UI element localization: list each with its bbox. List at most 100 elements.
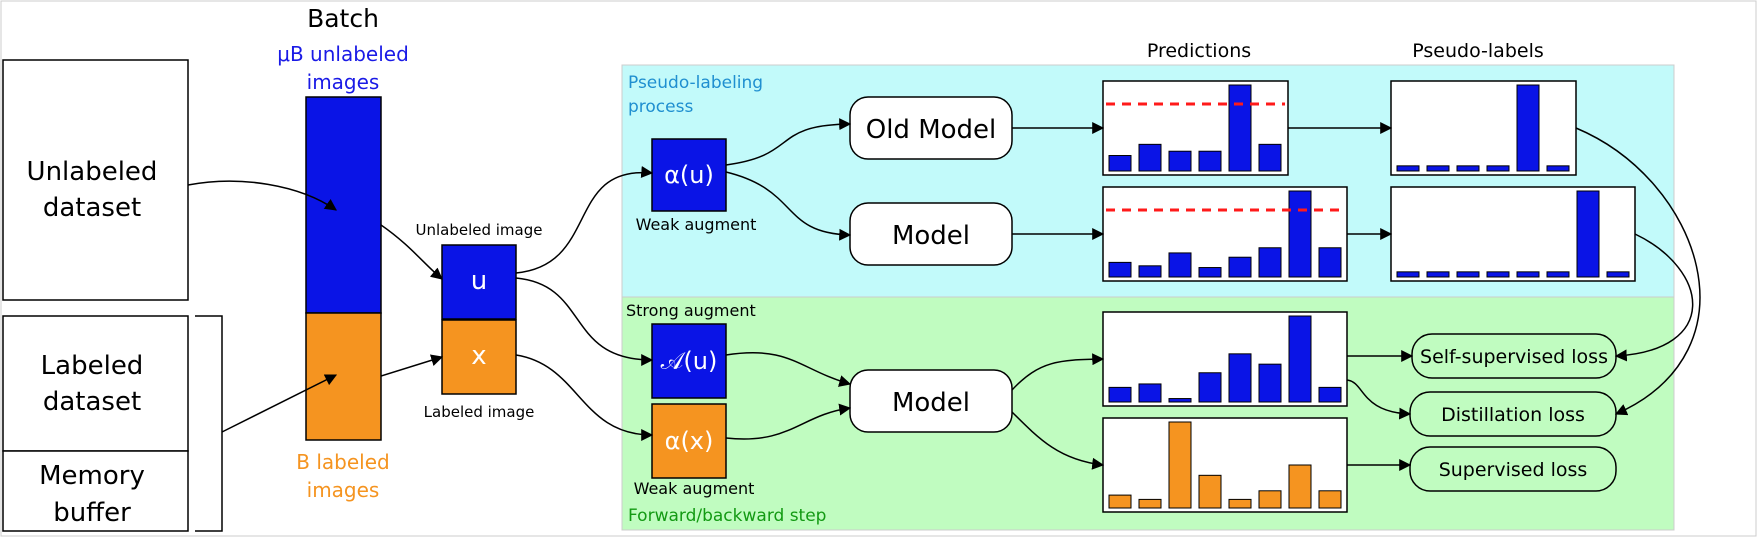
old-model-pseudo-labels-frame [1390,80,1577,176]
model-predictions-bar [1228,256,1252,278]
old-model-pseudo-labels-bar [1546,165,1570,172]
model-bottom-box [849,369,1013,433]
model-predictions-bar [1168,252,1192,278]
supervised-predictions-bar [1198,474,1222,509]
model-top-label: Model [892,221,970,251]
u-image-box [441,244,517,320]
labeled-dataset-label-2: dataset [43,387,141,417]
weak-aug-x-box [651,403,727,479]
histogram-bars [1108,84,1630,509]
old-model-pseudo-labels-bar [1516,84,1540,172]
unlabeled-dataset-box [2,59,189,301]
old-model-predictions-bar [1228,84,1252,172]
memory-buffer-label: Memory [39,461,145,491]
old-model-predictions-bar [1108,155,1132,172]
old-model-pseudo-labels-bar [1456,165,1480,172]
labeled-image-label: Labeled image [424,403,535,421]
model-pseudo-labels-bar [1486,271,1510,278]
supervised-predictions-bar [1288,464,1312,509]
old-model-predictions-bar [1138,143,1162,172]
arrow-pseudo-to-self-supervised-loss [1614,233,1694,362]
model-pseudo-labels-bar [1456,271,1480,278]
arrow-to-distillation-loss [1346,379,1412,420]
model-predictions-bar [1198,267,1222,278]
arrow-model-to-strong-predictions [1011,353,1105,391]
model-pseudo-labels-bar [1396,271,1420,278]
old-model-pseudo-labels-bar [1486,165,1510,172]
model-bottom-label: Model [892,388,970,418]
arrow-model-to-supervised-predictions [1011,411,1105,470]
strong-predictions-bar [1228,353,1252,403]
dataset-bracket [195,315,223,532]
model-predictions-bar [1138,265,1162,278]
arrow-u-to-strong-aug [515,277,654,366]
strong-augment-label: Strong augment [626,301,756,320]
old-model-label: Old Model [866,115,997,145]
old-model-pseudo-labels-bar [1426,165,1450,172]
pseudo-labeling-process-label-2: process [628,97,693,117]
arrow-aug-to-model [725,171,852,241]
arrows [187,118,1701,471]
old-model-pseudo-labels-bar [1396,165,1420,172]
arrow-batch-to-x [380,354,444,377]
model-predictions-bar [1318,247,1342,278]
unlabeled-count-label-2: images [307,70,380,94]
labeled-dataset-box [2,315,189,452]
pseudo-labels-header: Pseudo-labels [1412,40,1544,62]
x-label: x [471,341,486,371]
weak-augment-label-top: Weak augment [636,215,757,234]
unlabeled-dataset-label: Unlabeled [27,157,158,187]
supervised-predictions-bar [1168,421,1192,509]
old-model-predictions-bar [1198,150,1222,172]
memory-buffer-label-2: buffer [53,498,131,528]
predictions-header: Predictions [1147,40,1251,62]
model-pseudo-labels-bar [1546,271,1570,278]
supervised-predictions-bar [1108,494,1132,509]
arrow-u-to-weak-aug [515,166,654,274]
unlabeled-image-label: Unlabeled image [415,221,542,239]
strong-predictions-bar [1168,398,1192,403]
pseudo-labeling-process-label: Pseudo-labeling [628,73,763,93]
unlabeled-count-label: μB unlabeled [277,42,409,66]
strong-predictions-bar [1258,363,1282,403]
supervised-predictions-bar [1228,498,1252,509]
old-model-predictions-frame [1102,80,1289,176]
model-pseudo-labels-bar [1576,190,1600,278]
supervised-predictions-bar [1258,490,1282,509]
supervised-predictions-bar [1138,498,1162,509]
batch-unlabeled-block [305,96,382,314]
supervised-loss-label: Supervised loss [1439,459,1588,481]
weak-augment-label-bottom: Weak augment [634,479,755,498]
arrow-batch-to-u [380,224,443,280]
arrow-labeled-to-batch [221,374,338,433]
arrow-unlabeled-to-batch [187,180,337,211]
strong-predictions-bar [1138,383,1162,403]
self-supervised-loss-label: Self-supervised loss [1420,346,1608,368]
weak-aug-x-label: α(x) [665,427,714,455]
strong-predictions-bar [1318,386,1342,403]
model-predictions-bar [1108,261,1132,278]
strong-predictions-bar [1108,386,1132,403]
arrow-strong-to-model [725,351,852,387]
batch-title: Batch [307,4,379,33]
labeled-count-label: B labeled [296,450,389,474]
model-pseudo-labels-bar [1516,271,1540,278]
strong-predictions-bar [1288,315,1312,403]
weak-aug-u-label: α(u) [664,161,714,189]
memory-buffer-box [2,450,189,532]
old-model-predictions-bar [1168,150,1192,172]
arrow-x-to-weak-aug [515,354,654,441]
strong-predictions-bar [1198,372,1222,403]
strong-aug-u-label: 𝒜(u) [661,347,718,375]
model-predictions-bar [1288,190,1312,278]
model-pseudo-labels-bar [1606,271,1630,278]
labeled-count-label-2: images [307,478,380,502]
supervised-predictions-bar [1318,490,1342,509]
arrow-aug-to-old-model [725,118,852,166]
forward-backward-label: Forward/backward step [628,506,826,526]
arrow-old-pseudo-to-distillation-loss [1575,127,1701,416]
u-label: u [471,266,487,296]
labeled-dataset-label: Labeled [41,351,144,381]
